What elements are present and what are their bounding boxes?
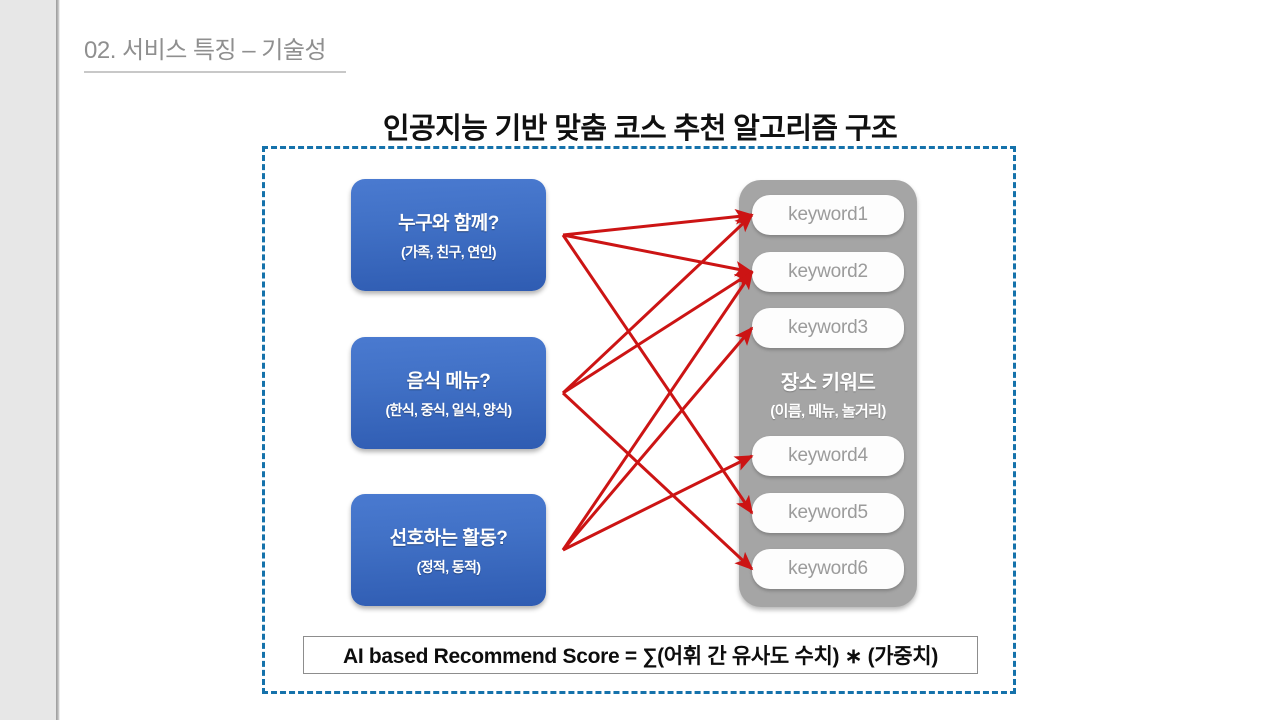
keyword-pill[interactable]: keyword3 <box>752 308 904 348</box>
left-rail <box>0 0 56 720</box>
keyword-panel-subtitle: (이름, 메뉴, 놀거리) <box>770 403 886 420</box>
keyword-panel-title: 장소 키워드 <box>780 372 876 394</box>
keyword-panel: keyword1 keyword2 keyword3 장소 키워드 (이름, 메… <box>739 180 917 607</box>
formula-box: AI based Recommend Score = ∑(어휘 간 유사도 수치… <box>303 636 978 674</box>
question-box-who[interactable]: 누구와 함께? (가족, 친구, 연인) <box>351 179 546 291</box>
keyword-pill[interactable]: keyword1 <box>752 195 904 235</box>
question-box-food[interactable]: 음식 메뉴? (한식, 중식, 일식, 양식) <box>351 337 546 449</box>
slide-header: 02. 서비스 특징 – 기술성 <box>84 36 504 73</box>
question-box-subtitle: (정적, 동적) <box>416 559 481 575</box>
section-title-underline <box>84 71 346 73</box>
diagram-title: 인공지능 기반 맞춤 코스 추천 알고리즘 구조 <box>382 113 898 145</box>
question-box-title: 누구와 함께? <box>398 213 499 234</box>
keyword-pill[interactable]: keyword5 <box>752 493 904 533</box>
question-box-title: 선호하는 활동? <box>389 528 508 549</box>
question-box-subtitle: (한식, 중식, 일식, 양식) <box>385 402 512 418</box>
left-rail-edge <box>56 0 60 720</box>
question-box-title: 음식 메뉴? <box>406 371 491 392</box>
keyword-pill[interactable]: keyword2 <box>752 252 904 292</box>
diagram-frame <box>262 146 1016 694</box>
keyword-pill[interactable]: keyword4 <box>752 436 904 476</box>
question-box-activity[interactable]: 선호하는 활동? (정적, 동적) <box>351 494 546 606</box>
keyword-panel-label: 장소 키워드 (이름, 메뉴, 놀거리) <box>739 366 917 421</box>
keyword-pill[interactable]: keyword6 <box>752 549 904 589</box>
section-title: 02. 서비스 특징 – 기술성 <box>84 37 327 64</box>
question-box-subtitle: (가족, 친구, 연인) <box>401 244 497 260</box>
